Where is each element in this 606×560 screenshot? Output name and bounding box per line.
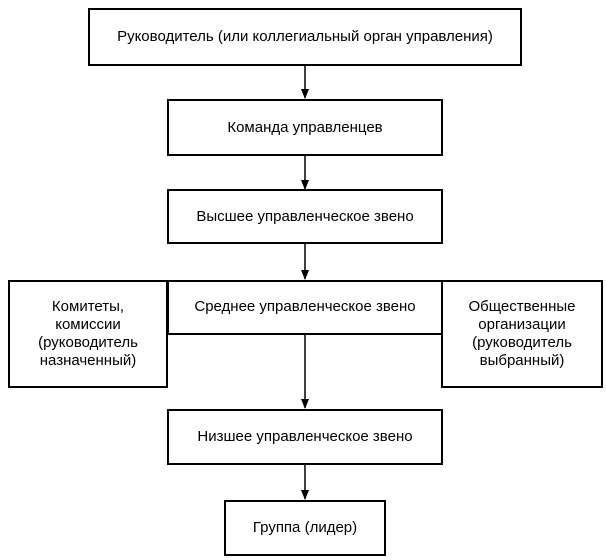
node-head: Руководитель (или коллегиальный орган уп… [88,8,522,66]
node-top: Высшее управленческое звено [167,189,443,244]
node-team: Команда управленцев [167,99,443,156]
node-group: Группа (лидер) [224,500,386,556]
node-lower: Низшее управленческое звено [167,409,443,465]
node-public-orgs: Общественные организации (руководитель в… [441,280,603,388]
node-middle: Среднее управленческое звено [167,280,443,335]
node-committees: Комитеты, комиссии (руководитель назначе… [8,280,168,388]
